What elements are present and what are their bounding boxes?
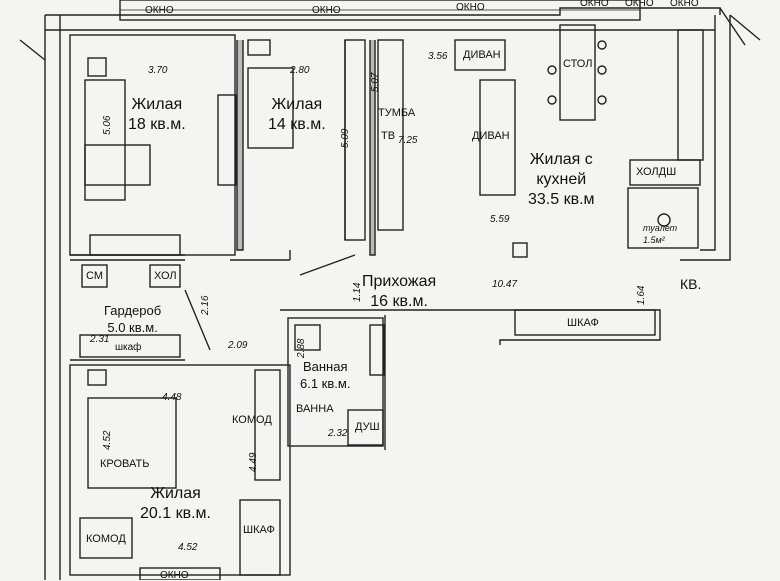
shelf-18 — [89, 234, 181, 256]
dim-label: 5.07 — [370, 72, 381, 92]
window-label: ОКНО — [456, 2, 485, 13]
dim-label: 4.52 — [178, 542, 198, 553]
washer — [369, 324, 385, 376]
furniture-bed: КРОВАТЬ — [100, 458, 150, 470]
cm-box — [81, 264, 108, 288]
window-label: ОКНО — [312, 5, 341, 16]
dim-label: 4.48 — [162, 392, 182, 403]
furniture-shkaf-wardrobe: шкаф — [115, 342, 142, 353]
exterior-wall-right — [680, 15, 731, 261]
dim-label: 4.52 — [102, 430, 113, 450]
dim-label: 3.56 — [428, 51, 448, 62]
bedroom20-outline — [69, 364, 291, 576]
furniture-tumba: ТУМБА — [378, 107, 416, 119]
komod-low — [79, 517, 133, 559]
dim-label: 2.80 — [290, 65, 310, 76]
bed-18 — [84, 144, 151, 186]
dim-label: 1.14 — [352, 282, 363, 302]
diagonal-corner — [19, 7, 761, 61]
furniture-divan-top: ДИВАН — [463, 49, 501, 61]
hol-box — [149, 264, 181, 288]
furniture-table: СТОЛ — [563, 58, 593, 70]
partition-18-14 — [236, 40, 244, 251]
dim-label: 5.09 — [340, 128, 351, 148]
exterior-wall-top — [45, 7, 721, 31]
dim-label: 5.59 — [490, 214, 510, 225]
bed-20 — [87, 397, 177, 489]
bed-14 — [247, 67, 294, 149]
cabinet-18 — [217, 94, 237, 186]
shower — [347, 409, 384, 446]
sink — [294, 324, 321, 351]
wardrobe-wall — [70, 254, 211, 361]
furniture-fridge: ХОЛДШ — [636, 166, 677, 178]
furniture-shkaf-hall: ШКАФ — [567, 317, 599, 329]
furniture-cm: СМ — [86, 270, 103, 282]
tumba-unit — [377, 39, 404, 231]
furniture-bathtub: ВАННА — [296, 403, 334, 415]
pouf-18 — [87, 57, 107, 77]
kitchen-counter — [677, 29, 704, 161]
exterior-wall — [44, 15, 61, 580]
furniture-tv: ТВ — [381, 130, 396, 142]
window-label: ОКНО — [670, 0, 699, 9]
fridge — [629, 159, 701, 186]
bath-outline — [287, 317, 384, 447]
window-label: ОКНО — [625, 0, 654, 9]
wardrobe-shelf — [79, 334, 181, 358]
furniture-komod-bedroom: КОМОД — [232, 414, 272, 426]
divan-top — [454, 39, 506, 71]
hall-wall — [280, 309, 661, 450]
toilet-box — [627, 187, 699, 249]
window-label: ОКНО — [145, 5, 174, 16]
dim-label: 5.06 — [102, 115, 113, 135]
wardrobe-14 — [247, 39, 271, 56]
furniture-komod-low: КОМОД — [86, 533, 126, 545]
furniture-divan-mid: ДИВАН — [472, 130, 510, 142]
dim-label: 4.49 — [248, 452, 259, 472]
window-strip-bottom — [139, 567, 221, 580]
dim-label: 2.09 — [228, 340, 248, 351]
dim-label: 3.70 — [148, 65, 168, 76]
divan-mid — [479, 79, 516, 196]
dim-label: 2.16 — [200, 295, 211, 315]
dim-label: 1.64 — [636, 285, 647, 305]
furniture-hol: ХОЛ — [154, 270, 177, 282]
dim-label: 7.25 — [398, 135, 418, 146]
komod-bed — [254, 369, 281, 481]
partition-14-hall — [369, 40, 376, 256]
furniture-shkaf-bedroom: ШКАФ — [243, 524, 275, 536]
dim-label: 10.47 — [492, 279, 518, 290]
dim-label: 2.88 — [296, 338, 307, 358]
furniture-shower: ДУШ — [355, 421, 380, 433]
shkaf-bed — [239, 499, 281, 576]
wardrobe-furniture-a — [84, 79, 126, 201]
table — [559, 24, 596, 121]
window-label: ОКНО — [160, 570, 189, 581]
dim-label: 2.31 — [90, 334, 110, 345]
dim-label: 2.32 — [328, 428, 348, 439]
apartment-label: КВ. — [680, 276, 702, 292]
window-label: ОКНО — [580, 0, 609, 9]
